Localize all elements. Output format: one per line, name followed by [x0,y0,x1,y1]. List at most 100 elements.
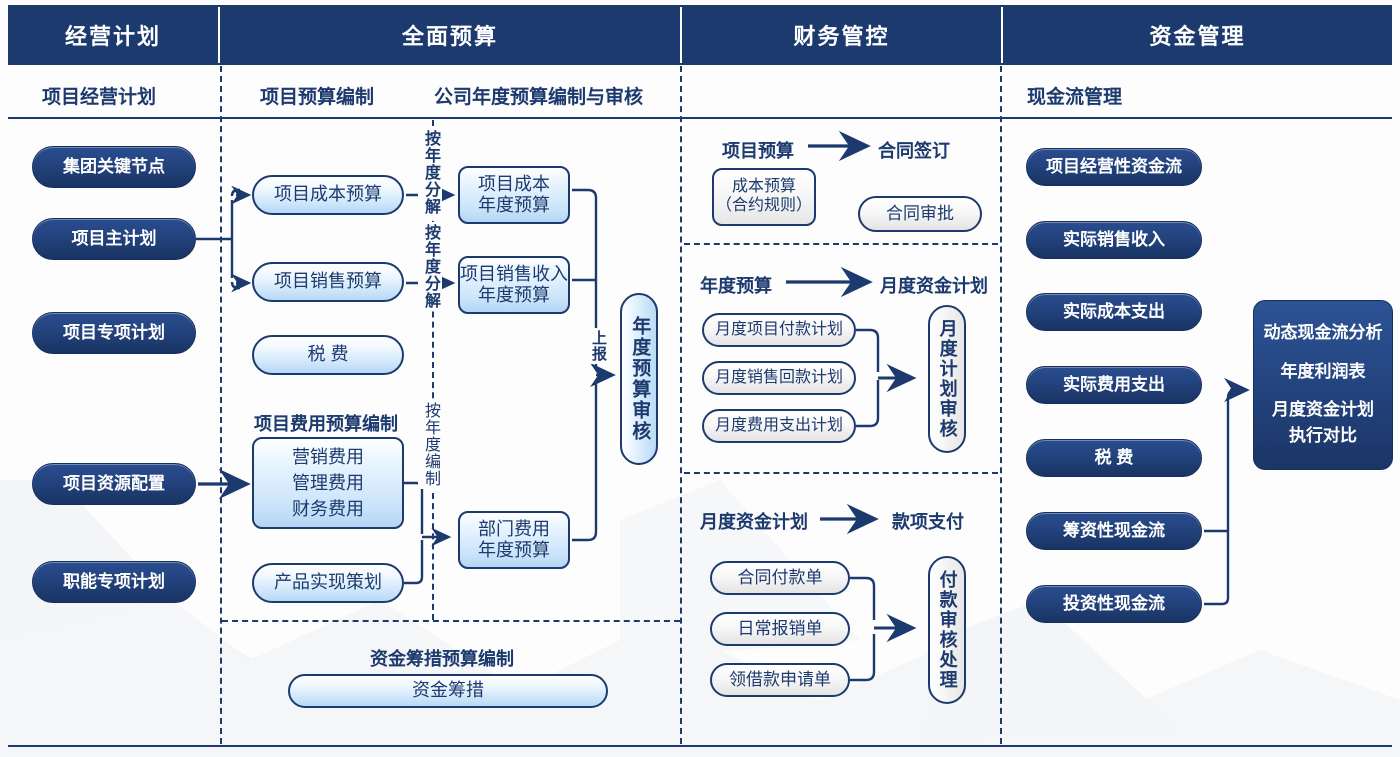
node-product-realization-planning[interactable]: 产品实现策划 [252,563,404,603]
subheader-cashflow-management: 现金流管理 [1027,87,1123,108]
header-col-label: 经营计划 [64,24,161,49]
header-col-business-plan[interactable]: 经营计划 [8,7,220,63]
header-top-rule [8,5,1392,7]
node-label: 付款审核处理 [937,570,958,690]
node-label: 项目销售收入 年度预算 [460,263,568,305]
node-label: 项目资源配置 [63,473,165,493]
header-col-label: 全面预算 [401,24,498,49]
node-label: 项目专项计划 [63,322,165,342]
node-project-special-plan[interactable]: 项目专项计划 [32,312,196,354]
divider-col-3 [680,66,682,744]
node-tax-fee-cash[interactable]: 税 费 [1026,439,1202,477]
caption-project-expense-budget: 项目费用预算编制 [254,414,398,434]
node-label: 月度项目付款计划 [714,320,843,338]
node-label: 职能专项计划 [63,571,165,591]
node-monthly-plan-review[interactable]: 月度计划审核 [928,305,966,453]
node-monthly-sales-collection-plan[interactable]: 月度销售回款计划 [702,361,856,395]
caption-funding-budget: 资金筹措预算编制 [370,649,514,669]
node-label: 项目销售预算 [274,271,382,292]
node-contract-payment-form[interactable]: 合同付款单 [710,561,850,595]
divider-fc-section-2 [684,472,998,474]
header-col-finance-control[interactable]: 财务管控 [682,7,1003,63]
analysis-line-3: 月度资金计划 执行对比 [1272,400,1374,446]
node-cost-budget-contract-rules[interactable]: 成本预算 （合约规则） [712,168,816,226]
node-label: 合同付款单 [737,567,823,587]
node-payment-review-process[interactable]: 付款审核处理 [928,556,966,704]
node-function-special-plan[interactable]: 职能专项计划 [32,561,196,603]
node-actual-sales-income[interactable]: 实际销售收入 [1026,221,1202,259]
footer-rule [8,745,1392,747]
node-project-resource-allocation[interactable]: 项目资源配置 [32,463,196,505]
node-label: 税 费 [1094,447,1134,467]
divider-col-1 [220,66,222,744]
subheader-project-budget: 项目预算编制 [260,87,375,108]
node-project-operating-cashflow[interactable]: 项目经营性资金流 [1026,148,1202,186]
node-label: 月度计划审核 [937,319,958,439]
connector-label-submit: 上报 [588,328,609,364]
node-funding-raising[interactable]: 资金筹措 [288,674,608,708]
node-label: 合同审批 [886,203,954,223]
node-label: 实际销售收入 [1063,229,1165,249]
subheader-company-annual-budget: 公司年度预算编制与审核 [434,87,644,108]
node-monthly-expense-payment-plan[interactable]: 月度费用支出计划 [702,409,856,443]
header-col-full-budget[interactable]: 全面预算 [220,7,682,63]
node-daily-reimbursement-form[interactable]: 日常报销单 [710,612,850,646]
node-project-sales-budget[interactable]: 项目销售预算 [252,262,404,302]
fc3-to-label: 款项支付 [892,512,964,532]
node-label: 领借款申请单 [729,669,831,689]
connector-label-annual-compile: 按年度编制 [418,400,442,489]
node-financing-cashflow[interactable]: 筹资性现金流 [1026,512,1202,550]
node-label: 成本预算 （合约规则） [715,178,812,214]
node-project-master-plan[interactable]: 项目主计划 [32,218,196,260]
header-col-label: 资金管理 [1149,24,1246,49]
header-bottom-rule [8,63,1392,65]
node-label: 实际费用支出 [1063,374,1165,394]
subheader-bottom-rule [8,117,1392,119]
node-label: 营销费用 管理费用 财务费用 [292,446,364,520]
node-contract-approval[interactable]: 合同审批 [858,196,982,232]
fc2-from-label: 年度预算 [700,276,772,296]
node-label: 投资性现金流 [1063,593,1165,613]
node-label: 部门费用 年度预算 [478,518,550,560]
node-loan-application-form[interactable]: 领借款申请单 [710,663,850,697]
analysis-line-2: 年度利润表 [1280,361,1366,381]
subheader-project-business-plan: 项目经营计划 [42,87,157,108]
connector-label-annual-breakdown-1: 按年度分解 [418,128,442,217]
header-bar: 经营计划 全面预算 财务管控 资金管理 [8,7,1392,63]
node-expense-categories[interactable]: 营销费用 管理费用 财务费用 [252,437,404,529]
node-group-key-milestone[interactable]: 集团关键节点 [32,146,196,188]
node-label: 筹资性现金流 [1063,520,1165,540]
divider-fc-section-1 [684,243,998,245]
divider-funding-section [222,620,680,622]
divider-col-4 [1000,66,1002,744]
header-col-label: 财务管控 [793,24,890,49]
node-department-expense-annual-budget[interactable]: 部门费用 年度预算 [458,511,570,569]
node-label: 项目成本 年度预算 [478,173,550,215]
node-label: 月度费用支出计划 [714,416,843,434]
fc1-from-label: 项目预算 [722,141,794,161]
node-dynamic-cashflow-analysis[interactable]: 动态现金流分析 年度利润表 月度资金计划 执行对比 [1253,300,1393,470]
node-project-cost-annual-budget[interactable]: 项目成本 年度预算 [458,166,570,224]
divider-col-2 [432,120,434,620]
node-actual-cost-expenditure[interactable]: 实际成本支出 [1026,293,1202,331]
fc3-from-label: 月度资金计划 [700,512,808,532]
node-tax-fee-budget[interactable]: 税 费 [252,335,404,375]
node-annual-budget-review[interactable]: 年度预算审核 [620,293,658,465]
node-project-sales-income-annual-budget[interactable]: 项目销售收入 年度预算 [458,256,570,314]
node-label: 项目成本预算 [274,184,382,205]
node-label: 日常报销单 [737,618,823,638]
connector-label-annual-breakdown-2: 按年度分解 [418,222,442,311]
node-label: 项目主计划 [71,228,157,248]
node-monthly-project-payment-plan[interactable]: 月度项目付款计划 [702,313,856,347]
node-label: 产品实现策划 [274,572,382,593]
header-col-cash-management[interactable]: 资金管理 [1003,7,1392,63]
node-label: 集团关键节点 [63,156,165,176]
node-actual-expense-expenditure[interactable]: 实际费用支出 [1026,366,1202,404]
node-investing-cashflow[interactable]: 投资性现金流 [1026,585,1202,623]
node-project-cost-budget[interactable]: 项目成本预算 [252,175,404,215]
node-label: 项目经营性资金流 [1046,156,1182,176]
node-label: 税 费 [307,344,349,365]
node-label: 资金筹措 [412,680,484,701]
fc2-to-label: 月度资金计划 [880,276,988,296]
